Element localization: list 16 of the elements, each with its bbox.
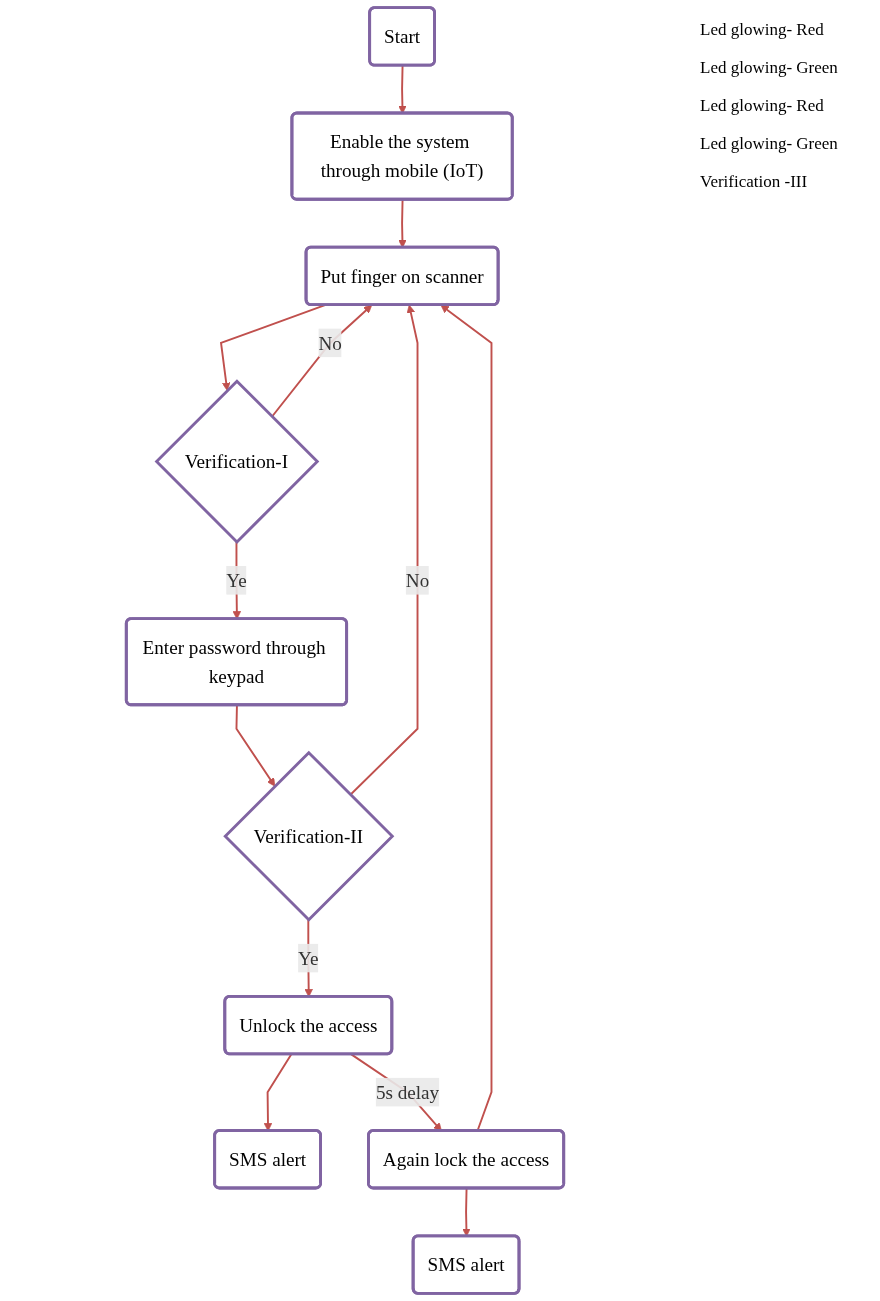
note-text: Led glowing- Green xyxy=(700,134,839,154)
node-diamond: Verification-I xyxy=(154,379,320,544)
edge-label: Ye xyxy=(226,569,247,591)
arrow xyxy=(235,704,276,787)
note-text: Led glowing- Red xyxy=(700,96,825,116)
edge-label: Ye xyxy=(298,947,319,969)
node-diamond: Verification-II xyxy=(223,750,395,922)
note-text: Led glowing- Green xyxy=(700,58,839,78)
note-text: Verification -III xyxy=(700,172,809,192)
note-text: Led glowing- Red xyxy=(700,20,825,40)
arrow xyxy=(349,304,419,796)
edge-label: No xyxy=(405,569,430,591)
arrow xyxy=(219,304,326,391)
edge-label: No xyxy=(318,332,342,354)
arrow xyxy=(270,304,373,418)
edge-label: 5s delay xyxy=(375,1081,440,1103)
